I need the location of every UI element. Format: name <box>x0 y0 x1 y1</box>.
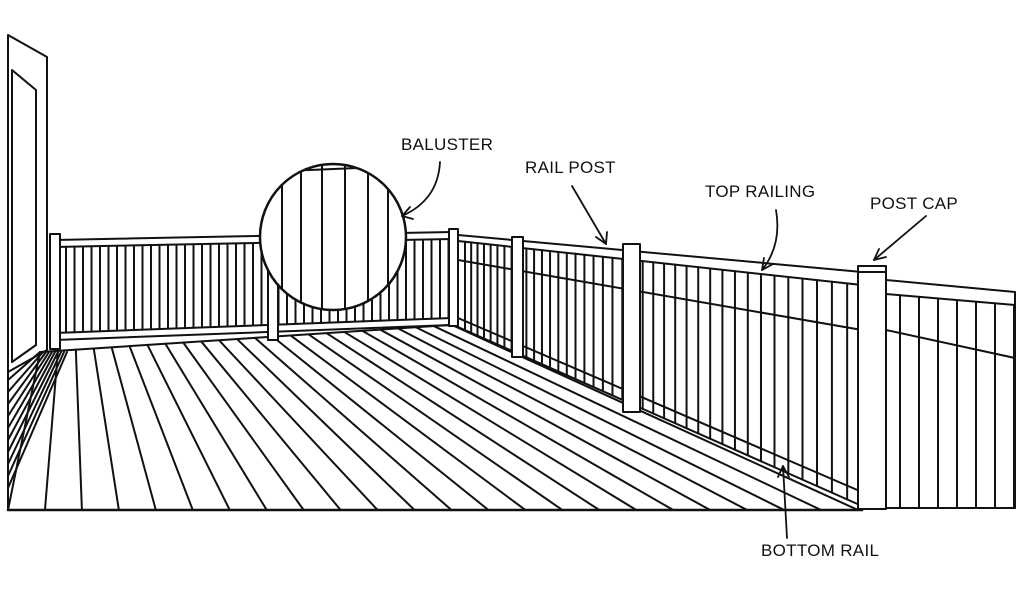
deck-board <box>289 334 527 511</box>
deck-floor <box>6 324 864 512</box>
rail-post <box>448 228 459 327</box>
deck-board <box>7 351 68 489</box>
deck-board <box>7 351 47 405</box>
rail-post <box>511 236 524 358</box>
deck-board <box>397 327 749 511</box>
deck-boards <box>7 324 859 511</box>
deck-board <box>200 340 342 511</box>
label-top-railing: TOP RAILING <box>705 182 816 201</box>
rail-post <box>857 265 887 510</box>
deck-board <box>182 341 305 511</box>
deck-board <box>253 336 453 511</box>
baluster-magnifier <box>258 162 408 312</box>
deck-board <box>218 339 379 511</box>
arrow-rail-post <box>571 185 607 245</box>
deck-board <box>7 351 53 429</box>
deck-board <box>7 351 62 465</box>
deck-board <box>92 347 120 511</box>
deck-board <box>128 345 194 511</box>
deck-board <box>7 351 44 393</box>
deck-board <box>307 333 564 511</box>
callout-arrows <box>401 161 927 539</box>
deck-board <box>415 326 786 511</box>
deck-board <box>433 325 823 511</box>
deck-board <box>110 346 157 511</box>
label-post-cap: POST CAP <box>870 194 959 213</box>
deck-board <box>7 351 56 441</box>
deck-board <box>146 343 231 511</box>
deck-board <box>74 348 83 511</box>
label-bottom-rail: BOTTOM RAIL <box>761 541 880 560</box>
deck-board <box>7 351 59 453</box>
deck-board <box>7 351 65 477</box>
deck-board <box>379 328 712 511</box>
arrow-bottom-rail <box>782 465 788 539</box>
deck-board <box>164 342 268 511</box>
arrow-baluster <box>401 161 441 217</box>
deck-board <box>7 351 50 417</box>
deck-board <box>343 331 638 511</box>
rail-post <box>622 243 641 413</box>
deck-board <box>361 329 675 511</box>
label-rail-post: RAIL POST <box>525 158 616 177</box>
arrow-post-cap <box>873 215 927 261</box>
rail-post <box>49 233 61 350</box>
house-wall <box>7 34 48 373</box>
deck-board <box>271 335 490 511</box>
side-railing <box>457 234 1016 510</box>
deck-board <box>325 332 601 511</box>
deck-board <box>236 338 416 511</box>
deck-board <box>7 351 41 381</box>
arrow-top-railing <box>761 209 779 271</box>
label-baluster: BALUSTER <box>401 135 494 154</box>
